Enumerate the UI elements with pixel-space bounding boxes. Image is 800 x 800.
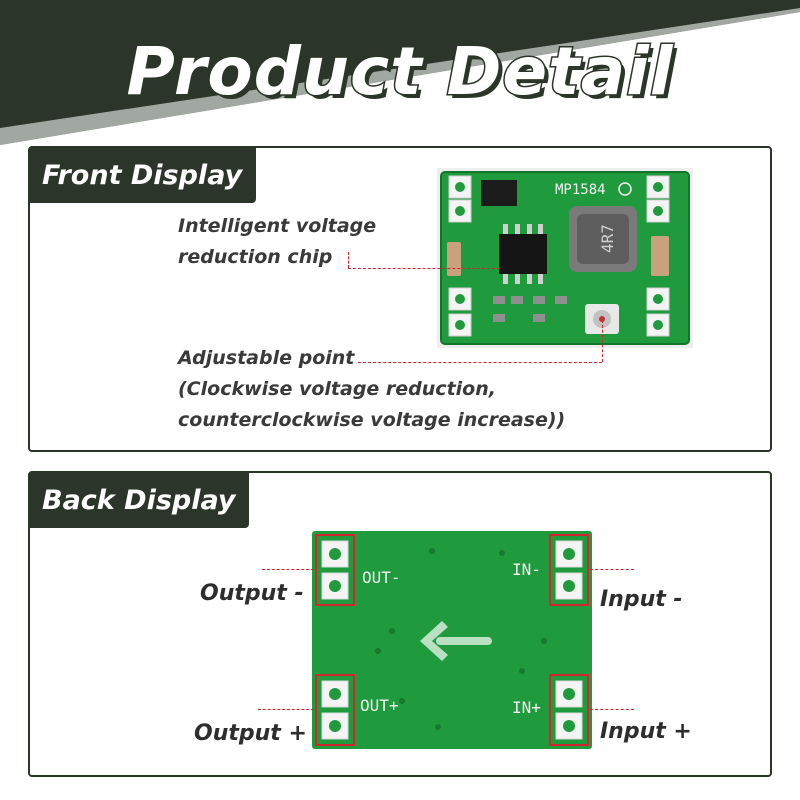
chip-callout-line-vertical bbox=[348, 252, 349, 268]
adjust-callout: Adjustable point (Clockwise voltage redu… bbox=[178, 343, 565, 436]
header-banner bbox=[0, 0, 800, 145]
chip-callout-line-1: Intelligent voltage bbox=[178, 215, 377, 237]
pcb-label-out-plus: OUT+ bbox=[360, 696, 399, 715]
back-board-image: OUT- IN- OUT+ IN+ bbox=[312, 531, 592, 749]
adjust-callout-line bbox=[358, 362, 602, 363]
input-minus-line bbox=[590, 569, 634, 570]
adjust-callout-line-3: counterclockwise voltage increase)) bbox=[178, 409, 566, 431]
output-minus-label: Output - bbox=[200, 581, 304, 606]
front-display-panel: Front Display Intelligent voltage reduct… bbox=[28, 146, 772, 452]
adjust-callout-line-2: (Clockwise voltage reduction, bbox=[178, 378, 496, 400]
output-plus-line bbox=[258, 709, 314, 710]
pcb-label-out-minus: OUT- bbox=[362, 568, 401, 587]
input-plus-line bbox=[590, 709, 634, 710]
chip-callout-line bbox=[348, 268, 500, 269]
page-title: Product Detail bbox=[125, 32, 674, 112]
pcb-label-in-minus: IN- bbox=[512, 560, 541, 579]
chip-callout-line-2: reduction chip bbox=[178, 246, 333, 268]
front-display-label: Front Display bbox=[30, 148, 257, 203]
adjust-callout-line-1: Adjustable point bbox=[178, 347, 355, 369]
pcb-label-in-plus: IN+ bbox=[512, 698, 541, 717]
output-minus-line bbox=[262, 569, 314, 570]
inductor-marking: 4R7 bbox=[598, 224, 617, 253]
adjust-callout-line-vertical bbox=[602, 320, 603, 362]
input-plus-label: Input + bbox=[600, 719, 692, 744]
output-plus-label: Output + bbox=[194, 721, 307, 746]
chip-callout: Intelligent voltage reduction chip bbox=[178, 211, 376, 273]
chip-marking: MP1584 bbox=[555, 182, 606, 198]
back-display-label: Back Display bbox=[30, 473, 250, 528]
input-minus-label: Input - bbox=[600, 587, 683, 612]
front-board-image: 4R7 MP1584 bbox=[437, 168, 693, 348]
back-display-panel: Back Display bbox=[28, 471, 772, 777]
